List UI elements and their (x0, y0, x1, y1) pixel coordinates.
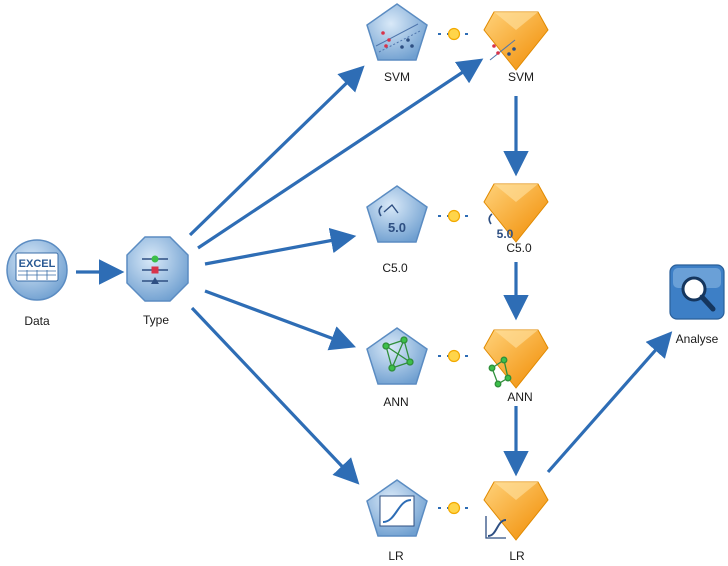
ann-link (438, 349, 470, 363)
lr-nugget-icon (485, 516, 507, 539)
data-node[interactable]: EXCEL (6, 239, 68, 301)
ann-node-icon (382, 336, 414, 372)
svm-nugget-icon (489, 39, 516, 61)
svm-model-label: SVM (384, 70, 410, 84)
c50-model-label: C5.0 (382, 261, 408, 275)
svm-model-node[interactable] (366, 3, 428, 61)
svg-text:5.0: 5.0 (388, 220, 406, 235)
link-dot (447, 209, 461, 223)
analyse-label: Analyse (676, 332, 719, 346)
type-label: Type (143, 313, 169, 327)
type-node[interactable] (126, 236, 189, 302)
svm-nugget-node[interactable] (483, 11, 549, 71)
lr-nugget-label: LR (509, 549, 525, 563)
link-dot (447, 349, 461, 363)
ann-nugget-icon (488, 356, 512, 388)
ann-model-node[interactable] (366, 327, 428, 385)
ann-nugget-node[interactable] (483, 329, 549, 389)
svg-text:EXCEL: EXCEL (19, 258, 56, 270)
arrow-type-svm-nugget (197, 58, 484, 250)
arrow-type-lr (190, 306, 360, 485)
arrow-lr-analyse (546, 331, 673, 474)
c50-link (438, 209, 470, 223)
type-node-icon (142, 255, 168, 284)
arrow-type-svm (188, 65, 365, 237)
c50-nugget-label: C5.0 (506, 241, 532, 255)
c50-model-node[interactable]: 5.0 (366, 185, 428, 243)
magnifier-icon (681, 276, 716, 312)
excel-source-icon: EXCEL (15, 252, 59, 282)
arrow-type-c50 (204, 227, 357, 266)
connectors (76, 58, 673, 485)
model-links (438, 27, 470, 515)
svm-nugget-label: SVM (508, 70, 534, 84)
svm-node-icon (375, 23, 421, 53)
analyse-node[interactable] (669, 264, 725, 320)
c50-nugget-icon: 5.0 (488, 213, 514, 241)
link-dot (447, 27, 461, 41)
c50-nugget-node[interactable]: 5.0 (483, 183, 549, 243)
lr-model-label: LR (388, 549, 404, 563)
ann-model-label: ANN (383, 395, 408, 409)
lr-link (438, 501, 470, 515)
lr-model-node[interactable] (366, 479, 428, 537)
data-label: Data (24, 314, 50, 328)
link-dot (447, 501, 461, 515)
node-labels: Data Type SVM SVM C5.0 C5.0 ANN ANN LR L… (24, 70, 718, 563)
arrow-type-ann (204, 289, 356, 351)
c50-node-icon: 5.0 (378, 203, 406, 235)
svg-text:5.0: 5.0 (497, 227, 514, 241)
lr-node-icon (379, 495, 415, 527)
ann-nugget-label: ANN (507, 390, 532, 404)
svm-link (438, 27, 470, 41)
lr-nugget-node[interactable] (483, 481, 549, 541)
